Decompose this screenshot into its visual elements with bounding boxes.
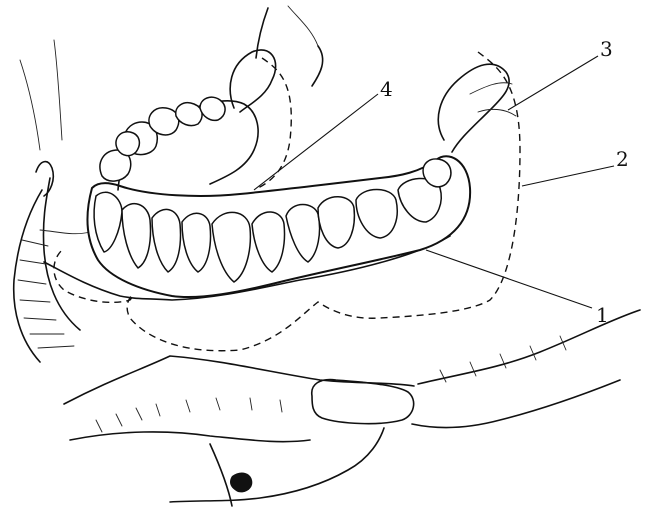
posterior-teeth-back xyxy=(100,97,225,181)
callout-2: 2 xyxy=(616,147,629,171)
callout-3: 3 xyxy=(600,37,613,61)
callout-4: 4 xyxy=(380,77,393,101)
shadow-spot xyxy=(230,473,252,493)
callout-1: 1 xyxy=(596,303,609,327)
lower-thumb xyxy=(64,310,640,506)
lingual-flange xyxy=(230,50,516,152)
left-finger xyxy=(14,162,90,362)
